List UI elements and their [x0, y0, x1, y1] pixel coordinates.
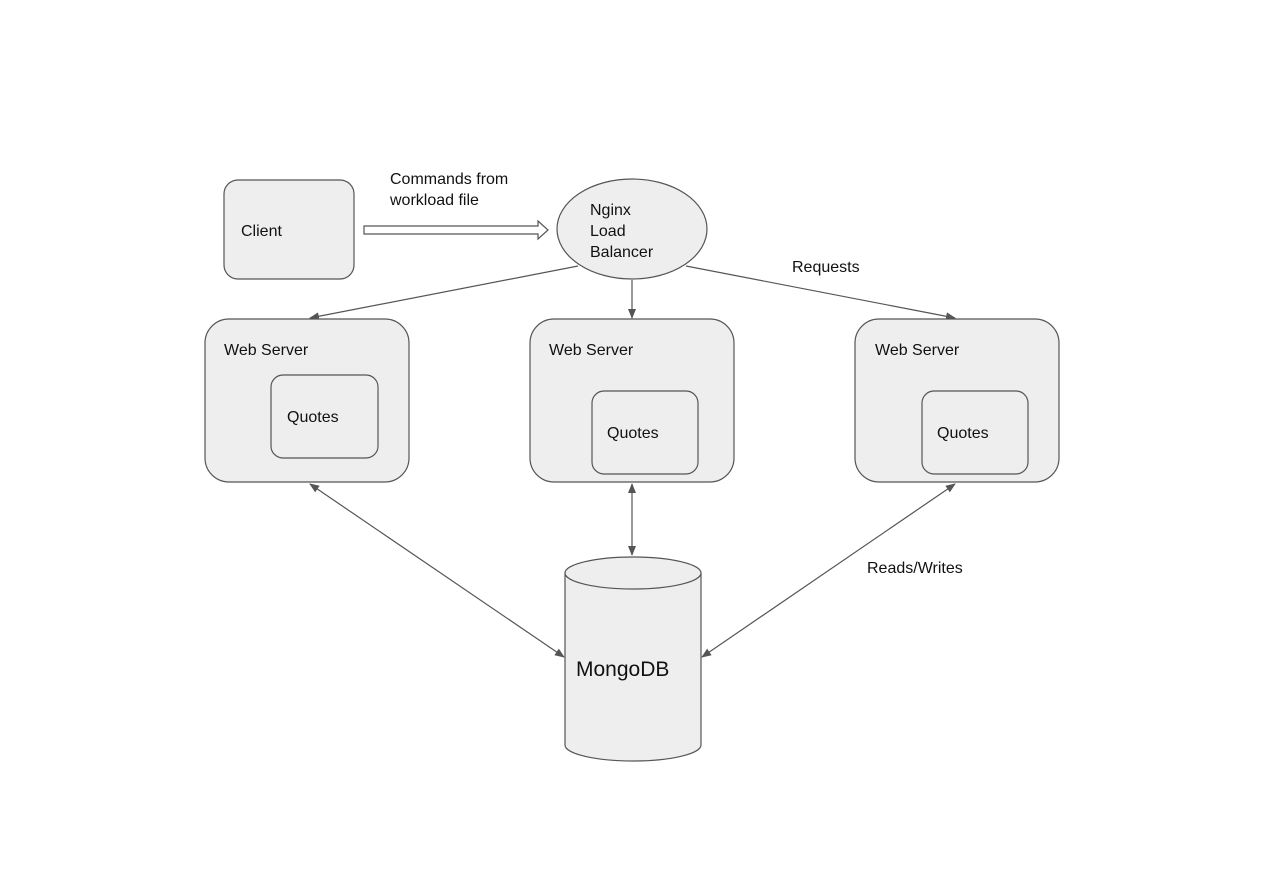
quotes-service: Quotes [591, 390, 699, 475]
mongodb-label: MongoDB [576, 658, 669, 681]
readwrite-arrow-left [309, 483, 565, 658]
requests-label: Requests [792, 259, 860, 276]
readwrite-arrow-right [701, 483, 956, 658]
quotes-label: Quotes [287, 409, 339, 426]
web-server-1: Web Server Quotes [204, 318, 410, 483]
mongodb-node: MongoDB [564, 556, 702, 762]
quotes-service: Quotes [270, 374, 379, 459]
client-label: Client [241, 223, 282, 240]
commands-arrow [363, 219, 549, 241]
load-balancer-node: Nginx Load Balancer [556, 178, 708, 280]
reads-writes-label: Reads/Writes [867, 560, 963, 577]
web-server-3: Web Server Quotes [854, 318, 1060, 483]
web-server-label: Web Server [224, 342, 309, 359]
request-arrow-right [685, 265, 956, 321]
web-server-label: Web Server [549, 342, 634, 359]
quotes-label: Quotes [937, 425, 989, 442]
web-server-2: Web Server Quotes [529, 318, 735, 483]
load-balancer-label: Nginx Load Balancer [590, 202, 654, 261]
web-server-label: Web Server [875, 342, 960, 359]
client-node: Client [223, 179, 355, 280]
quotes-service: Quotes [921, 390, 1029, 475]
quotes-label: Quotes [607, 425, 659, 442]
request-arrow-left [309, 265, 579, 321]
commands-label: Commands from workload file [389, 171, 513, 209]
